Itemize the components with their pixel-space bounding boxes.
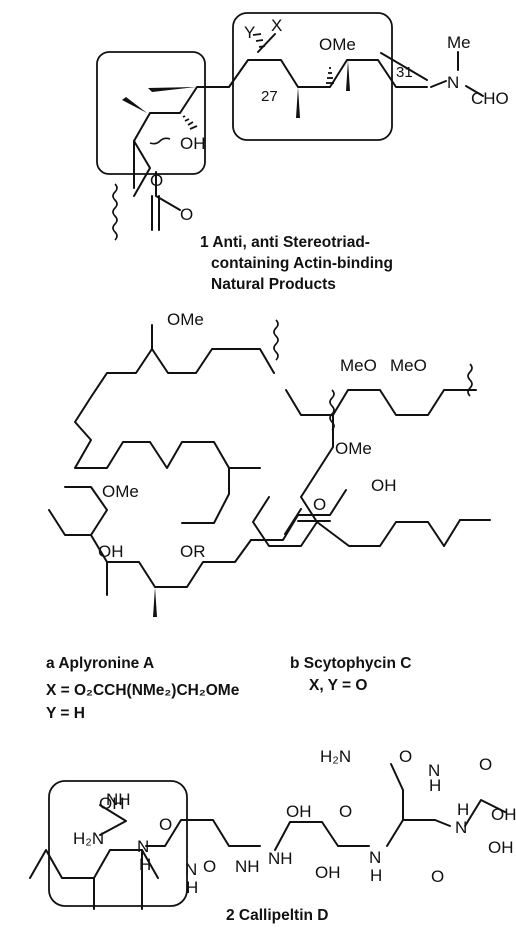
atom-oh-thr: OH	[488, 838, 514, 857]
wavy-aplyronine-top	[273, 319, 279, 361]
atom-y: Y	[244, 23, 255, 42]
atom-n-3: N	[185, 860, 197, 879]
atom-n-amide: N	[428, 761, 440, 780]
n-cho-bond	[465, 85, 484, 97]
locant-27: 27	[261, 88, 278, 105]
aplyronine-lower-chain	[90, 534, 252, 588]
atom-oh-2: OH	[315, 863, 341, 882]
hash-oh	[182, 115, 198, 130]
guanidine-bonds	[99, 804, 127, 836]
atom-o-2: O	[431, 867, 444, 886]
scytophycin-alkene	[443, 519, 461, 547]
wedge-methyl-left	[122, 97, 147, 113]
wavy-attachment-top	[149, 137, 171, 145]
scytophycin-lower-chain	[316, 521, 445, 547]
locant-31: 31	[396, 64, 413, 81]
atom-nh-1: NH	[268, 849, 293, 868]
atom-h2n-amide: H₂N	[320, 747, 351, 766]
scytophycin-ring	[252, 414, 334, 547]
atom-h-amide: H	[429, 776, 441, 795]
wedge-methyl-c28	[296, 87, 300, 118]
caption-1-line-2: containing Actin-binding	[211, 255, 393, 272]
atom-oh-acid: OH	[491, 805, 516, 824]
backbone-bonds	[133, 59, 428, 142]
x-bond	[257, 33, 276, 53]
atom-nh-imine: NH	[106, 790, 131, 809]
aplyronine-bonds	[74, 324, 230, 524]
n-bond-left	[430, 80, 447, 88]
atom-n-2: N	[455, 818, 467, 837]
atom-n: N	[447, 73, 459, 92]
wavy-scyto	[467, 363, 473, 397]
atom-ester-o: O	[150, 171, 163, 190]
atom-n-1: N	[369, 848, 381, 867]
x-definition: X = O₂CCH(NMe₂)CH₂OMe	[46, 682, 240, 699]
compound-1: Y X 27 OMe 31 Me N CHO OH O O 1 Anti, an…	[96, 12, 509, 293]
atom-o-box: O	[159, 815, 172, 834]
atom-oh: OH	[180, 134, 206, 153]
callipeltin-chain-3	[386, 819, 451, 847]
caption-1-line-3: Natural Products	[211, 276, 336, 293]
aplyronine-top-ring	[151, 348, 244, 374]
aplyronine-top-right	[242, 348, 275, 374]
scytophycin-chain	[285, 389, 477, 416]
atom-nh-2: NH	[235, 857, 260, 876]
atom-o-amide: O	[399, 747, 412, 766]
atom-h-2: H	[457, 800, 469, 819]
wedge-methyl-c30	[346, 60, 350, 91]
atom-carbonyl-o: O	[180, 205, 193, 224]
callipeltin-chain-2	[274, 821, 370, 851]
atom-me: Me	[447, 33, 471, 52]
atom-n-guan: N	[137, 837, 149, 856]
atom-ome: OMe	[319, 35, 356, 54]
aplyronine-a: OMe OMe OH OR a Aplyronine A X = O₂CCH(N…	[46, 310, 347, 722]
atom-or: OR	[180, 542, 206, 561]
hash-ome	[326, 67, 334, 84]
callipeltin-d: H₂N O NH H₂N N H OH O OH NH N H O N H O …	[29, 747, 516, 924]
stereotriad-box-callipeltin	[48, 780, 188, 907]
atom-ome-mid: OMe	[102, 482, 139, 501]
atom-o-1: O	[339, 802, 352, 821]
atom-o-acid: O	[479, 755, 492, 774]
wavy-attachment	[112, 183, 118, 241]
caption-aplyronine: a Aplyronine A	[46, 655, 154, 672]
caption-callipeltin: 2 Callipeltin D	[226, 907, 329, 924]
callipeltin-acid	[464, 799, 506, 827]
atom-meo-1: MeO	[340, 356, 377, 375]
aplyronine-lower-left	[48, 486, 108, 536]
y-definition: Y = H	[46, 705, 85, 722]
atom-ring-o: O	[313, 495, 326, 514]
atom-oh-1: OH	[286, 802, 312, 821]
atom-o-3: O	[203, 857, 216, 876]
atom-meo-2: MeO	[390, 356, 427, 375]
xy-definition: X, Y = O	[309, 677, 367, 694]
atom-ome-top: OMe	[167, 310, 204, 329]
atom-cho: CHO	[471, 89, 509, 108]
double-bond-line	[380, 52, 428, 81]
scytophycin-c: MeO MeO OMe O OH b Scytophycin C X, Y = …	[252, 356, 491, 694]
wedge-methyl-top	[148, 87, 196, 92]
stereotriad-box-right	[232, 12, 393, 141]
atom-ome-scyto: OMe	[335, 439, 372, 458]
diene-double-1	[284, 508, 302, 535]
atom-oh-scyto: OH	[371, 476, 397, 495]
stereotriad-box-left	[96, 51, 206, 175]
wedge-methyl-2	[153, 587, 157, 617]
callipeltin-chain-1	[145, 819, 261, 847]
atom-h-3: H	[186, 878, 198, 897]
callipeltin-side	[390, 763, 404, 821]
caption-1-line-1: 1 Anti, anti Stereotriad-	[200, 234, 370, 251]
atom-oh-box: OH	[99, 794, 125, 813]
atom-x: X	[271, 16, 282, 35]
backbone-lower-bonds	[133, 140, 151, 197]
caption-scytophycin: b Scytophycin C	[290, 655, 411, 672]
atom-h-1: H	[370, 866, 382, 885]
atom-h2n-guan: H₂N	[73, 829, 104, 848]
ester-bonds	[155, 171, 181, 211]
